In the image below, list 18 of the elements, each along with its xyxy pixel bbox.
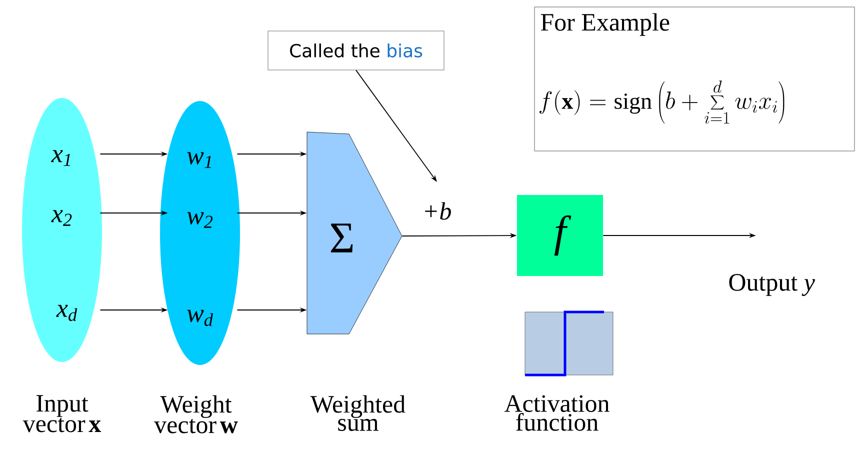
vector-component: w$_{2}$	[187, 212, 213, 228]
summation-block: Σ	[306, 132, 402, 334]
function-label: Activation function	[504, 395, 610, 431]
vector-component: w$_{1}$	[187, 152, 212, 168]
node-label: Input vectorx	[22, 395, 102, 432]
vector-ellipse	[22, 98, 102, 362]
example-box: For Example $\displaystyle f(\mathbf{x}) = \mathrm{sign}\left(b+\sum_{i=1}^{d} w_i x_i\right)$	[534, 6, 855, 152]
vector-component: x$_{2}$	[51, 210, 72, 226]
vector-ellipse	[160, 101, 240, 365]
vector-component: w$_{d}$	[187, 310, 214, 326]
edge-label: +b	[421, 201, 453, 221]
callout-box: Called the bias	[268, 30, 444, 70]
node-label: Weight vectorw	[154, 395, 238, 434]
activation-box: f	[517, 195, 603, 276]
output-label: Output y	[729, 274, 815, 296]
vector-component: x$_{d}$	[56, 304, 78, 322]
vector-component: x$_{1}$	[51, 150, 70, 166]
node-label: Weighted sum	[310, 395, 406, 431]
